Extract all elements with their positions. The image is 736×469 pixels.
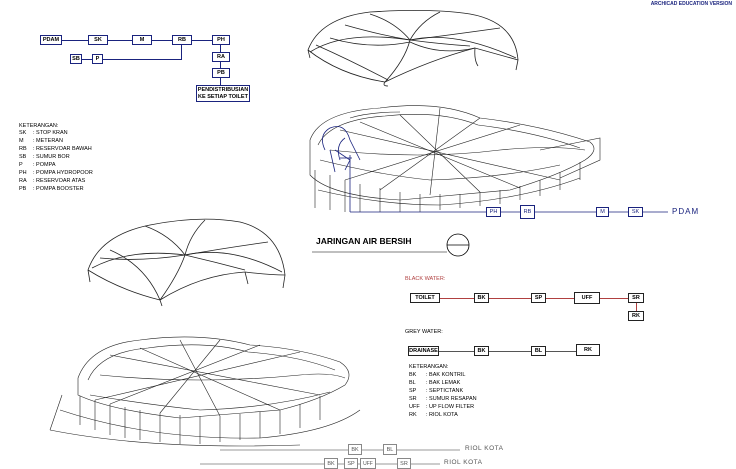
legend-item: BL: BAK LEMAK [409, 380, 461, 386]
pipe [82, 59, 92, 60]
gw-pipe [546, 351, 576, 352]
box-rb: RB [172, 35, 192, 45]
bw-pipe [600, 298, 628, 299]
black-water-heading: BLACK WATER: [405, 276, 446, 282]
legend-item: RA: RESERVOAR ATAS [19, 178, 86, 184]
pipe [62, 40, 88, 41]
legend-item: M: METERAN [19, 138, 63, 144]
legend-item: PH: POMPA HYDROPOOR [19, 170, 93, 176]
legend-title: KETERANGAN: [19, 123, 59, 129]
gw-box-rk: RK [576, 344, 600, 356]
box-ra: RA [212, 52, 230, 62]
legend-item: SK: STOP KRAN [19, 130, 68, 136]
legend-item: SR: SUMUR RESAPAN [409, 396, 477, 402]
bw-box-sr: SR [628, 293, 644, 303]
grey-water-heading: GREY WATER: [405, 329, 443, 335]
pipe-box-sk: SK [628, 207, 643, 217]
box-sk: SK [88, 35, 108, 45]
pipe [152, 40, 172, 41]
bw-pipe-vertical [636, 303, 637, 311]
pipe [181, 45, 182, 59]
bw-pipe [440, 298, 474, 299]
pipe [108, 40, 132, 41]
legend-title: KETERANGAN: [409, 364, 449, 370]
bottom-label-riol-kota-1: RIOL KOTA [465, 445, 504, 452]
box-p: P [92, 54, 103, 64]
box-sb: SB [70, 54, 82, 64]
legend-item: BK: BAK KONTRIL [409, 372, 466, 378]
box-distribution: PENDISTRIBUSIAN KE SETIAP TOILET [196, 85, 250, 102]
pipe-box-ph: PH [486, 207, 501, 217]
bw-box-toilet: TOILET [410, 293, 440, 303]
bottom-box-bk-2: BK [324, 458, 338, 469]
bw-box-sp: SP [531, 293, 546, 303]
watermark: ARCHICAD EDUCATION VERSION [650, 1, 732, 7]
pipe [220, 78, 221, 85]
dome-top-illustration [307, 10, 519, 87]
box-pb: PB [212, 68, 230, 78]
building-frame-top [309, 105, 601, 212]
building-frame-bottom [49, 336, 361, 447]
bottom-label-riol-kota-2: RIOL KOTA [444, 459, 483, 466]
gw-box-drainase: DRAINASE [408, 346, 439, 356]
bottom-box-sr: SR [397, 458, 411, 469]
legend-item: SB: SUMUR BOR [19, 154, 70, 160]
bw-pipe [489, 298, 531, 299]
section-title: JARINGAN AIR BERSIH [316, 236, 412, 246]
legend-item: P: POMPA [19, 162, 56, 168]
legend-item: RB: RESERVOAR BAWAH [19, 146, 92, 152]
gw-pipe [439, 351, 474, 352]
pipe [220, 45, 221, 52]
clean-water-pipe-network [322, 126, 668, 213]
distribution-line1: PENDISTRIBUSIAN [197, 87, 249, 93]
box-pdam: PDAM [40, 35, 62, 45]
legend-item: SP: SEPTICTANK [409, 388, 464, 394]
bottom-box-bk-1: BK [348, 444, 362, 455]
legend-item: PB: POMPA BOOSTER [19, 186, 84, 192]
pipe [103, 59, 182, 60]
pipe-label-pdam: PDAM [672, 207, 700, 216]
pipe [192, 40, 212, 41]
box-m: M [132, 35, 152, 45]
gw-box-bk: BK [474, 346, 489, 356]
legend-item: RK: RIOL KOTA [409, 412, 458, 418]
pipe-box-rb: RB [520, 205, 535, 219]
pipe [220, 62, 221, 68]
gw-pipe [489, 351, 531, 352]
pipe-box-m: M [596, 207, 609, 217]
bottom-box-sp: SP [344, 458, 358, 469]
bottom-box-uff: UFF [360, 458, 376, 469]
bottom-box-bl: BL [383, 444, 397, 455]
bw-pipe [546, 298, 574, 299]
distribution-line2: KE SETIAP TOILET [198, 93, 248, 100]
dome-bottom-illustration [87, 218, 286, 307]
box-ph: PH [212, 35, 230, 45]
bw-box-uff: UFF [574, 292, 600, 304]
bw-box-rk: RK [628, 311, 644, 321]
bw-box-bk: BK [474, 293, 489, 303]
gw-box-bl: BL [531, 346, 546, 356]
legend-item: UFF: UP FLOW FILTER [409, 404, 475, 410]
